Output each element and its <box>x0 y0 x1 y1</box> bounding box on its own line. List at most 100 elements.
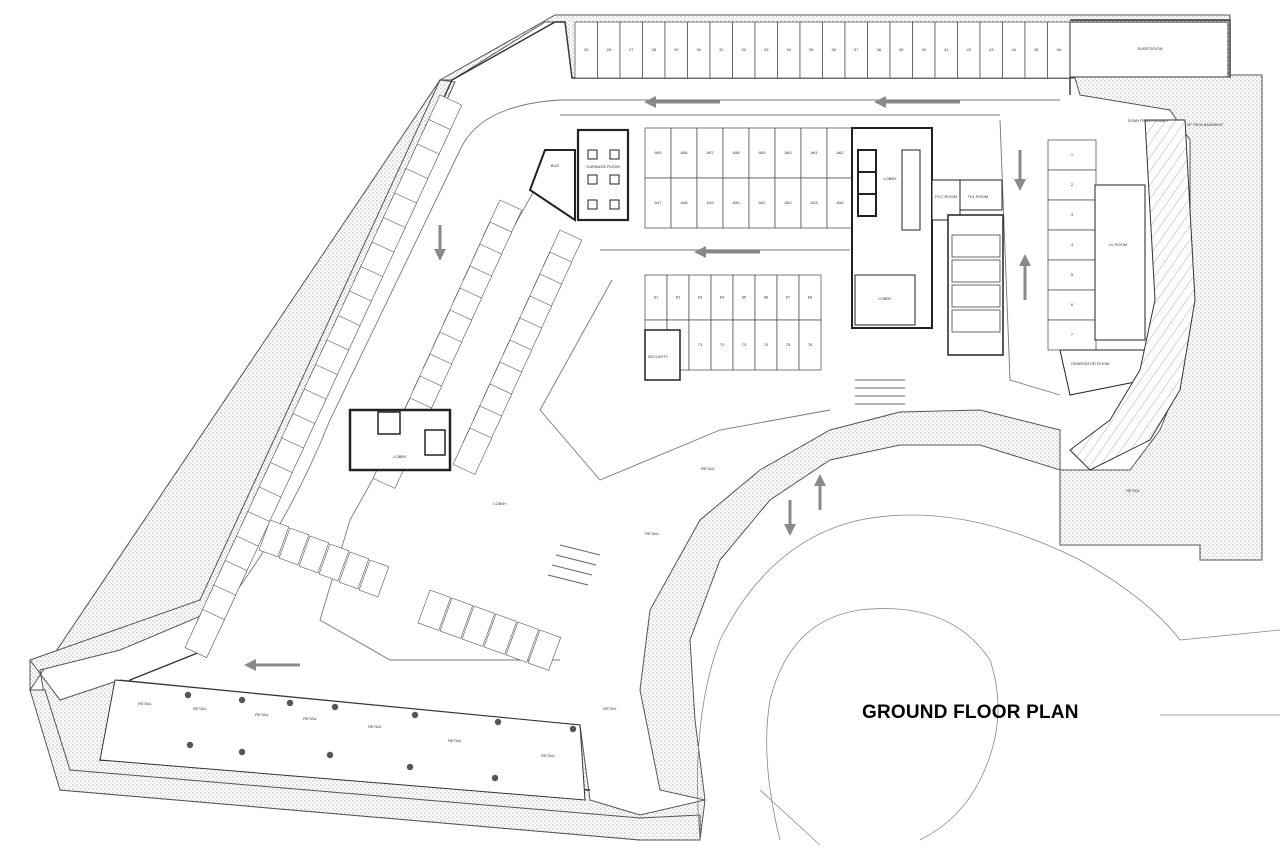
structural-column <box>238 696 246 704</box>
parking-left-diagonal <box>184 94 463 659</box>
room-bus: BUS <box>528 149 576 222</box>
structural-column <box>406 763 414 771</box>
parking-stall-number: 5 <box>1071 272 1074 277</box>
parking-stall-number: 63 <box>698 295 703 300</box>
parking-stall <box>1047 139 1097 171</box>
parking-stall-number: A53 <box>810 200 818 205</box>
room-label-lobby-main: LOBBY <box>878 296 892 301</box>
parking-bottom-diagonal <box>258 519 562 671</box>
parking-stall-number: 36 <box>832 47 837 52</box>
parking-stall-number: 44 <box>1012 47 1017 52</box>
parking-stall-number: 64 <box>720 295 725 300</box>
parking-stall-number: 28 <box>652 47 657 52</box>
parking-stall <box>184 609 225 659</box>
parking-stall-number: 42 <box>967 47 972 52</box>
plan-title: GROUND FLOOR PLAN <box>862 702 1079 723</box>
parking-stall-number: 72 <box>720 342 725 347</box>
structural-column <box>569 725 577 733</box>
room-substation: SUBSTATION <box>1069 21 1229 78</box>
parking-stall <box>461 605 496 647</box>
parking-stall-number: 27 <box>629 47 634 52</box>
parking-stall-number: 6 <box>1071 302 1074 307</box>
parking-stall-number: 75 <box>786 342 791 347</box>
parking-stall-number: 3 <box>1071 212 1074 217</box>
parking-stall-number: 65 <box>742 295 747 300</box>
room-label-retail: RETAIL <box>645 531 659 536</box>
parking-stall-number: 25 <box>584 47 589 52</box>
parking-stall <box>358 559 390 598</box>
parking-stall <box>278 527 310 566</box>
parking-stall-number: A57 <box>706 150 714 155</box>
parking-stall <box>527 629 562 671</box>
central-lobby: LOBBY LOBBY <box>348 408 507 506</box>
parking-stall <box>1047 259 1097 291</box>
room-label-security: SECURITY <box>648 354 669 359</box>
parking-stall-number: 2 <box>1071 182 1074 187</box>
parking-stall <box>800 177 828 229</box>
parking-stall <box>1047 229 1097 261</box>
ramp-label-down: DOWN FROM PODIUM 1 <box>1128 119 1168 123</box>
parking-stall-number: 76 <box>808 342 813 347</box>
parking-stall-number: 4 <box>1071 242 1074 247</box>
parking-stall <box>298 535 330 574</box>
parking-stall-number: 43 <box>989 47 994 52</box>
room-label-fcc: FCC ROOM <box>935 194 957 199</box>
parking-stall-number: 46 <box>1057 47 1062 52</box>
parking-stall-number: 68 <box>808 295 813 300</box>
room-label-garbage: GARBAGE ROOM <box>586 164 619 169</box>
structural-column <box>331 703 339 711</box>
roundabout <box>697 514 1280 846</box>
room-label-retail: RETAIL <box>448 738 462 743</box>
parking-stall-number: A47 <box>654 200 662 205</box>
structural-column <box>491 774 499 782</box>
room-label-retail: RETAIL <box>603 706 617 711</box>
parking-stall <box>1047 289 1097 321</box>
parking-stall <box>798 319 822 371</box>
parking-stall-number: 32 <box>742 47 747 52</box>
parking-stall-number: 45 <box>1034 47 1039 52</box>
parking-stall-number: A59 <box>758 150 766 155</box>
parking-stall-number: 39 <box>899 47 904 52</box>
room-label-retail: RETAIL <box>138 701 152 706</box>
parking-stall-number: 62 <box>676 295 681 300</box>
toilet-block <box>947 214 1004 356</box>
parking-stall-number: 41 <box>944 47 949 52</box>
traffic-arrows <box>244 96 1031 671</box>
room-label-retail: RETAIL <box>193 706 207 711</box>
structural-column <box>411 711 419 719</box>
parking-stall-number: 33 <box>764 47 769 52</box>
parking-stall <box>338 551 370 590</box>
parking-stall <box>748 127 776 179</box>
retail-strip: RETAIL RETAIL RETAIL RETAIL RETAIL RETAIL RETA… <box>99 466 1141 801</box>
room-label-lv: LV ROOM <box>1109 242 1127 247</box>
parking-stall <box>439 597 474 639</box>
structural-column <box>286 699 294 707</box>
parking-stall <box>258 519 290 558</box>
parking-stall <box>826 127 854 179</box>
parking-stall-number: 74 <box>764 342 769 347</box>
structural-column <box>326 751 334 759</box>
parking-stall-number: A55 <box>654 150 662 155</box>
room-label-retail: RETAIL <box>1126 488 1140 493</box>
parking-stall <box>670 177 698 229</box>
parking-stall-number: 61 <box>654 295 659 300</box>
parking-stall <box>318 543 350 582</box>
room-label-retail: RETAIL <box>303 716 317 721</box>
parking-stall-number: 31 <box>719 47 724 52</box>
structural-column <box>186 741 194 749</box>
room-label-retail: RETAIL <box>701 466 715 471</box>
room-label-retail: RETAIL <box>368 724 382 729</box>
structural-column <box>238 748 246 756</box>
parking-stall-number: 1 <box>1071 152 1074 157</box>
parking-stall-number: A58 <box>732 150 740 155</box>
parking-stall-number: 30 <box>697 47 702 52</box>
room-label-retail: RETAIL <box>541 753 555 758</box>
room-label-lobby-central: LOBBY <box>393 454 407 459</box>
crosswalk <box>547 379 905 586</box>
parking-stall-number: A49 <box>706 200 714 205</box>
room-label-retail: RETAIL <box>255 712 269 717</box>
